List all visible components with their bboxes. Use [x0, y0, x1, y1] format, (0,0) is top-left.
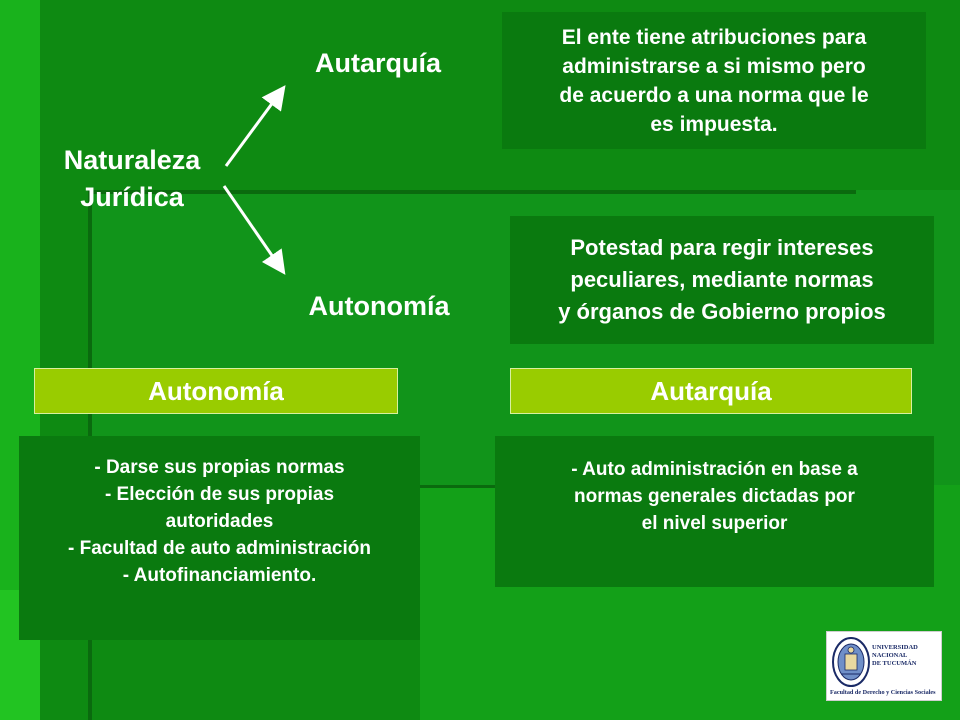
logo-wordmark: UNIVERSIDAD NACIONAL DE TUCUMÁN	[872, 644, 918, 668]
autonomia-list-item: - Autofinanciamiento.	[122, 565, 317, 586]
autarquia-list-item: el nivel superior	[641, 513, 788, 534]
root-node-line1: Naturaleza	[63, 145, 201, 175]
autonomia-list-item: - Facultad de auto administración	[68, 538, 371, 559]
autonomia-list-item: - Elección de sus propias	[104, 484, 335, 505]
autarquia-description-line: es impuesta.	[650, 112, 778, 136]
logo-line: UNIVERSIDAD	[872, 644, 918, 651]
autonomia-description-box: Potestad para regir intereses peculiares…	[510, 216, 934, 344]
autarquia-description-box: El ente tiene atribuciones para administ…	[502, 12, 926, 149]
autarquia-list-item: - Auto administración en base a	[571, 459, 858, 480]
autonomia-list-box: - Darse sus propias normas - Elección de…	[19, 436, 420, 640]
arrow-down	[222, 185, 286, 275]
autonomia-list-item: autoridades	[165, 511, 274, 532]
autarquia-list-box: - Auto administración en base a normas g…	[495, 436, 934, 587]
branch-label-autarquia: Autarquía	[314, 48, 441, 78]
autarquia-list-item: normas generales dictadas por	[574, 486, 855, 507]
autonomia-description-line: Potestad para regir intereses	[570, 235, 874, 260]
arrow-up	[224, 85, 286, 167]
logo-line: DE TUCUMÁN	[872, 660, 917, 667]
bg-divider-h	[88, 190, 856, 194]
autarquia-header: Autarquía	[510, 368, 912, 414]
autonomia-description-line: peculiares, mediante normas	[570, 267, 874, 292]
university-seal-icon	[832, 637, 870, 687]
logo-footer: Facultad de Derecho y Ciencias Sociales	[830, 689, 936, 696]
autonomia-header: Autonomía	[34, 368, 398, 414]
autarquia-description-line: El ente tiene atribuciones para	[561, 25, 867, 49]
autonomia-list-item: - Darse sus propias normas	[94, 457, 345, 478]
autarquia-description-line: de acuerdo a una norma que le	[559, 83, 869, 107]
autarquia-description-line: administrarse a si mismo pero	[562, 54, 866, 78]
autonomia-description-line: y órganos de Gobierno propios	[558, 299, 886, 324]
root-node-line2: Jurídica	[80, 182, 184, 212]
university-logo: UNIVERSIDAD NACIONAL DE TUCUMÁN Facultad…	[826, 631, 942, 701]
branch-label-autonomia: Autonomía	[308, 291, 450, 321]
root-node: Naturaleza Jurídica	[42, 142, 222, 216]
logo-line: NACIONAL	[872, 652, 908, 659]
